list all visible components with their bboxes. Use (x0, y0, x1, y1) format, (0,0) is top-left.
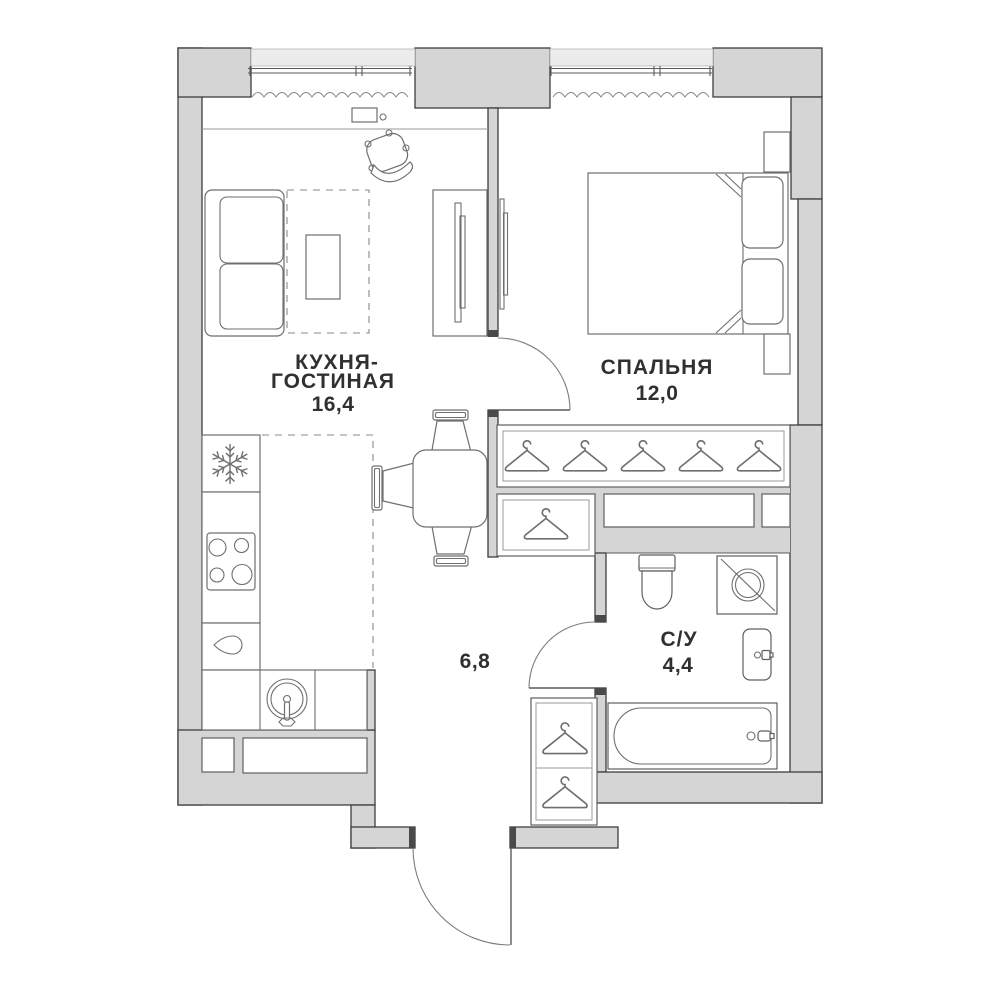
room-label-kitchen-living-2: ГОСТИНАЯ (271, 370, 395, 393)
wall-partition-upper (487, 107, 499, 337)
bathroom-fixtures (607, 554, 778, 770)
entrance-door (409, 827, 516, 946)
pillow (741, 258, 784, 325)
room-area-bedroom: 12,0 (636, 382, 679, 405)
shelf-wide (603, 493, 755, 528)
labels: КУХНЯ- ГОСТИНАЯ 16,4 СПАЛЬНЯ 12,0 С/У 4,… (271, 351, 714, 677)
wall-right-lower (789, 424, 823, 804)
wall-right-middle (797, 198, 823, 426)
radiator-icon-bedroom (552, 91, 710, 98)
walls (177, 47, 823, 849)
rug (286, 189, 370, 334)
windows (202, 48, 714, 130)
hallway-closet (530, 697, 598, 826)
faucet-icon (753, 651, 762, 659)
washing-machine (716, 555, 778, 615)
tv-icon (454, 202, 462, 323)
snowflake-icon (212, 444, 248, 484)
wall-left (177, 47, 203, 806)
wall-top-middle-block (414, 47, 551, 109)
wall-niche-large (242, 737, 368, 774)
wall-bathroom-west-upper (594, 552, 607, 623)
window-band-bedroom (549, 48, 714, 67)
drum-icon (731, 568, 765, 602)
tv-console (432, 189, 488, 337)
stove (206, 532, 256, 591)
blanket-fold (715, 173, 742, 198)
toilet (638, 554, 676, 610)
kitchen-sink (266, 678, 308, 727)
wall-top-left-block (177, 47, 252, 98)
chair-backrest (370, 161, 414, 183)
window-band-kitchen (250, 48, 416, 67)
window-kitchen (248, 66, 412, 76)
wall-entry-right (509, 826, 619, 849)
burner-icon (231, 563, 253, 586)
living-room-furniture (204, 107, 488, 337)
wall-bathroom-south (594, 771, 823, 804)
faucet-icon (283, 701, 291, 721)
window-bedroom (549, 66, 712, 76)
sofa (204, 189, 285, 337)
bed (587, 172, 789, 335)
kitchen-zone-line (262, 434, 374, 668)
wall-unit (351, 107, 387, 123)
nightstand-bottom (763, 333, 791, 375)
doors (409, 330, 606, 946)
bathroom-sink (742, 628, 774, 681)
door-swing-arc (528, 621, 596, 689)
room-area-hallway: 6,8 (460, 650, 491, 673)
radiator-icon-kitchen (251, 91, 409, 98)
wall-entry-left (350, 826, 416, 849)
dining-table (412, 449, 488, 528)
room-label-kitchen-living-1: КУХНЯ- (295, 351, 379, 374)
door-swing-arc (497, 337, 571, 411)
wall-counter-stub (366, 669, 376, 731)
wall-niche-small (201, 737, 235, 773)
dining-chair-top (430, 409, 473, 457)
room-label-bathroom: С/У (660, 628, 697, 651)
burner-icon (209, 567, 225, 583)
closet-single (496, 493, 596, 557)
coffee-table (305, 234, 341, 300)
kitchen-cabinet-lower (201, 622, 261, 671)
wall-right-upper (790, 96, 823, 200)
kitchen-furniture (201, 434, 374, 731)
wardrobe (496, 424, 791, 488)
storage (496, 424, 791, 826)
dining-set (371, 409, 488, 567)
bathroom-door (528, 615, 606, 695)
dining-chair-bottom (430, 520, 474, 567)
bathtub (607, 702, 778, 770)
bedroom-door (488, 330, 571, 417)
faucet-icon (746, 731, 756, 741)
kitchen-counter (201, 669, 368, 731)
dining-chair-left (371, 461, 419, 511)
teardrop-icon (213, 635, 243, 655)
desk-chair (364, 129, 414, 183)
room-label-bedroom: СПАЛЬНЯ (601, 356, 714, 379)
door-swing-arc (412, 847, 511, 946)
blanket-fold (715, 309, 742, 334)
nightstand-top (763, 131, 791, 173)
burner-icon (208, 538, 227, 557)
wall-top-right-block (712, 47, 823, 98)
room-area-kitchen-living: 16,4 (312, 393, 355, 416)
bedroom-wall-tv (499, 198, 509, 310)
shelf-small (761, 493, 791, 528)
burner-icon (233, 537, 250, 554)
pillow (741, 176, 784, 249)
slash-icon (720, 558, 776, 612)
room-area-bathroom: 4,4 (663, 654, 694, 677)
bedroom-furniture (499, 131, 791, 375)
